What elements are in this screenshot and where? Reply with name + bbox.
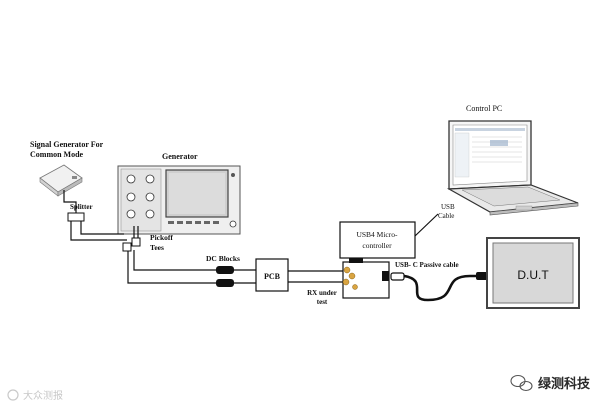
usbc-port <box>382 271 389 281</box>
dc-blocks-label: DC Blocks <box>206 254 240 263</box>
usb4-box <box>339 221 416 259</box>
watermark-left: 大众测报 <box>7 389 63 402</box>
pickoff-tees: Pickoff Tees <box>122 233 173 252</box>
dut-screen <box>492 242 574 304</box>
splitter: Splitter <box>67 203 93 222</box>
watermark-right-text: 绿测科技 <box>538 376 591 392</box>
usbc-passive-cable: USB- C Passive cable <box>390 261 494 302</box>
rx-fixture-box <box>342 261 390 299</box>
watermark-left-text: 大众测报 <box>23 389 63 402</box>
pcb-label: PCB <box>264 272 281 281</box>
splitter-box <box>67 212 85 222</box>
usb-cable-label-line2: Cable <box>438 212 454 220</box>
control-pc-laptop: Control PC <box>446 104 579 216</box>
usb-cable-label-line1: USB <box>441 203 455 211</box>
pickoff-tee-2 <box>131 237 141 247</box>
generator-label: Generator <box>162 152 198 161</box>
laptop-screen <box>452 124 528 186</box>
watermark-right: 绿测科技 <box>510 374 591 392</box>
wiring <box>63 190 439 284</box>
generator-instrument: Generator <box>117 152 241 235</box>
usbc-cable-label: USB- C Passive cable <box>395 261 459 269</box>
rx-label-line1: RX under <box>307 289 337 297</box>
pcb: PCB <box>255 258 289 292</box>
usb4-label-line1: USB4 Micro- <box>356 230 398 239</box>
usb4-microcontroller: USB4 Micro- controller <box>339 221 416 259</box>
pickoff-label-line1: Pickoff <box>150 233 173 242</box>
dc-block-1 <box>216 266 234 274</box>
siggen-label-line1: Signal Generator For <box>30 140 104 149</box>
dut-label: D.U.T <box>517 268 549 282</box>
pickoff-tee-1 <box>122 242 132 252</box>
pcb-box <box>255 258 289 292</box>
siggen-label-line2: Common Mode <box>30 150 84 159</box>
rx-fixture: RX under test <box>307 255 390 306</box>
pickoff-label-line2: Tees <box>150 243 164 252</box>
generator-knobs <box>126 174 155 219</box>
sma-connectors <box>342 266 358 290</box>
signal-generator-common-mode: Signal Generator For Common Mode <box>30 140 104 197</box>
usb4-label-line2: controller <box>362 241 392 250</box>
dc-blocks: DC Blocks <box>206 254 240 287</box>
dc-block-2 <box>216 279 234 287</box>
dut-monitor: D.U.T <box>486 237 580 309</box>
fixture-chip <box>349 255 363 263</box>
generator-softkeys <box>168 221 219 224</box>
wechat-icon <box>510 374 533 392</box>
splitter-label: Splitter <box>70 203 93 211</box>
control-pc-label: Control PC <box>466 104 502 113</box>
rx-label-line2: test <box>317 298 328 306</box>
laptop-keyboard <box>461 186 561 207</box>
